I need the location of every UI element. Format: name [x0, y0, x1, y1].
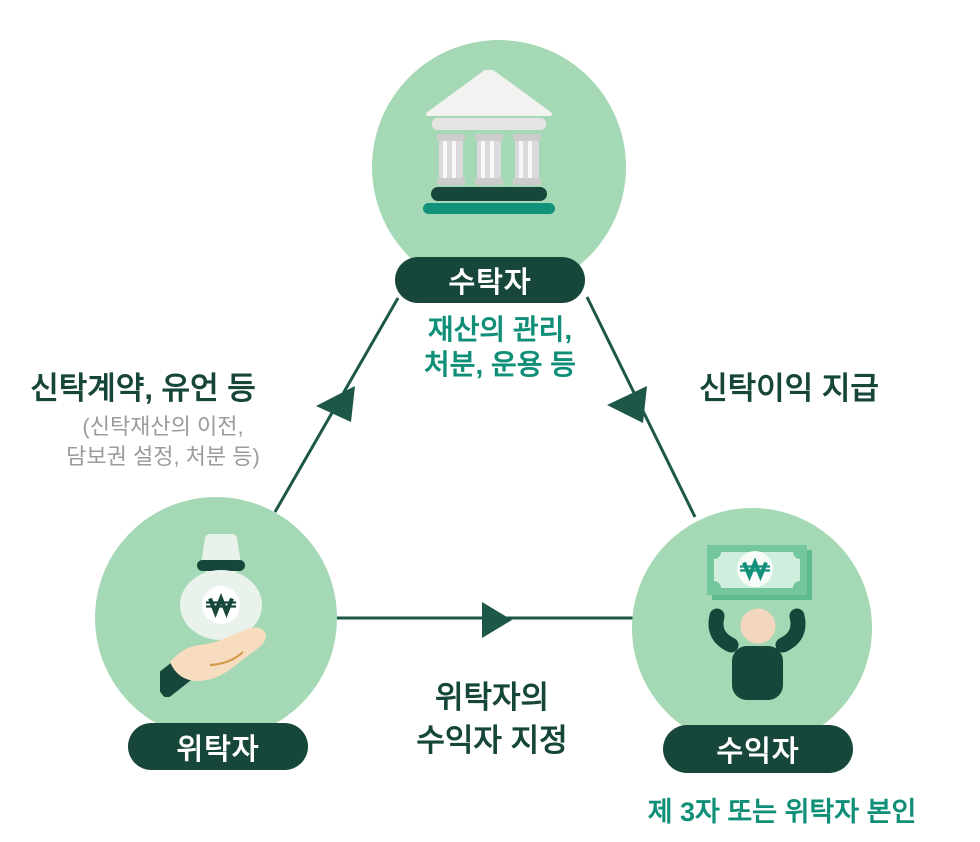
banknote-won-badge — [737, 551, 773, 587]
person-head — [740, 608, 776, 644]
truster-pill: 위탁자 — [128, 723, 308, 770]
arrowhead-truster-to-trustee-icon — [316, 386, 355, 422]
edge-label-profit-payment: 신탁이익 지급 — [699, 371, 879, 406]
edge-sublabel-line1: (신탁재산의 이전, — [82, 414, 244, 439]
person-holding-banknote-icon — [707, 545, 812, 700]
trustee-role-note-line1: 재산의 관리, — [427, 314, 573, 345]
edge-label-beneficiary-designation: 위탁자의 수익자 지정 — [382, 676, 602, 762]
person-shape — [708, 608, 806, 700]
banknote-won-symbol-icon — [740, 557, 770, 582]
beneficiary-note: 제 3자 또는 위탁자 본인 — [647, 797, 917, 827]
edge-label-trust-contract: 신탁계약, 유언 등 — [30, 371, 256, 406]
edge-sublabel-trust-contract: (신탁재산의 이전, 담보권 설정, 처분 등) — [38, 412, 288, 472]
edge-label-designation-line1: 위탁자의 — [434, 680, 550, 715]
truster-label: 위탁자 — [176, 733, 260, 766]
bank-icon — [423, 70, 555, 214]
trustee-label: 수탁자 — [448, 267, 532, 299]
beneficiary-pill: 수익자 — [663, 725, 853, 773]
edge-label-designation-line2: 수익자 지정 — [416, 723, 568, 758]
beneficiary-label: 수익자 — [716, 736, 800, 768]
won-badge — [202, 586, 240, 624]
hand-shape — [170, 627, 266, 681]
won-symbol-icon — [206, 593, 236, 618]
trustee-role-note: 재산의 관리, 처분, 운용 등 — [390, 312, 610, 382]
trustee-pill: 수탁자 — [395, 257, 585, 303]
edge-sublabel-line2: 담보권 설정, 처분 등) — [66, 444, 260, 469]
trustee-role-note-line2: 처분, 운용 등 — [423, 349, 577, 380]
arrowhead-trustee-to-beneficiary-icon — [607, 386, 647, 423]
money-bag-on-hand-icon — [160, 534, 266, 697]
arrowhead-truster-to-beneficiary-icon — [482, 602, 512, 638]
